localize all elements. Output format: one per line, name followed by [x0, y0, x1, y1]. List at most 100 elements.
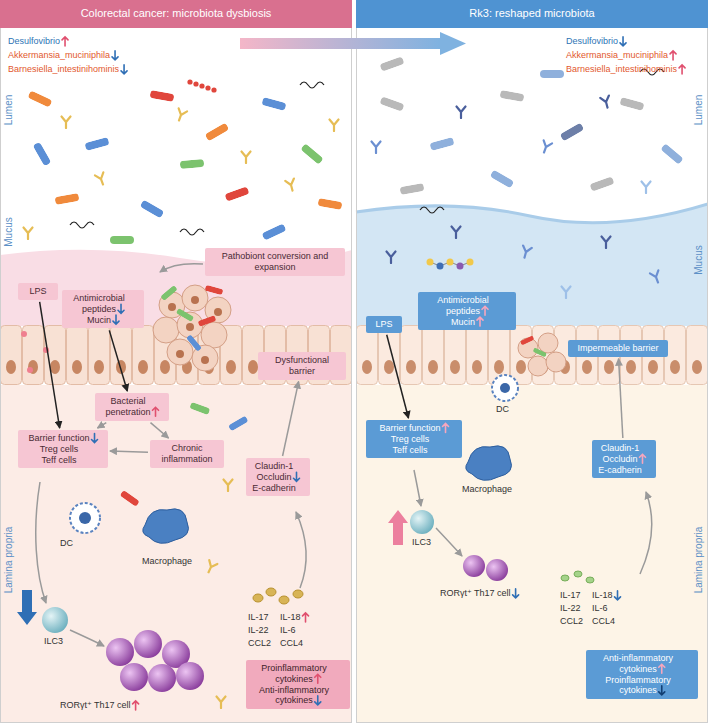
cytokine-name: IL-22	[560, 603, 581, 614]
decrease-mark	[121, 65, 127, 74]
cell-nucleus	[191, 296, 199, 304]
bacterium	[27, 90, 52, 107]
connector	[97, 423, 106, 428]
box-text: LPS	[29, 286, 46, 296]
cell-label: RORγt⁺ Th17 cell	[440, 588, 511, 599]
box-text: Mucin	[87, 315, 111, 325]
panel-border	[1, 1, 352, 723]
coccus	[211, 87, 216, 92]
antibody	[224, 480, 233, 492]
cytokine-name: IL-18	[592, 590, 613, 601]
tumor-cell	[182, 285, 208, 311]
dendritic-cell-nucleus	[79, 512, 91, 524]
bacterium	[54, 193, 79, 205]
cell-label: DC	[60, 538, 73, 549]
coccus	[187, 79, 192, 84]
antibody	[387, 252, 396, 264]
box-text: Occludin	[256, 472, 291, 482]
process-box: Pathobiont conversion and expansion	[205, 248, 345, 276]
box-text: Impermeable barrier	[577, 343, 658, 353]
process-box: LPS	[18, 283, 58, 300]
text-line: Mucin	[423, 317, 503, 328]
decrease-mark	[620, 37, 626, 46]
text-line: Colorectal cancer: microbiota dysbiosis	[81, 7, 272, 20]
antibody	[457, 107, 466, 119]
bacterium	[205, 123, 230, 142]
process-arrow	[70, 630, 104, 646]
penetrating-bacteria	[21, 331, 249, 708]
box-text: E-cadherin	[598, 465, 642, 475]
cytokine-name: IL-17	[248, 612, 269, 623]
text-line: Teff cells	[371, 445, 449, 456]
region-label: Lamina propria	[693, 527, 705, 594]
process-arrow	[160, 264, 203, 272]
text-line: Anti-inflammatory cytokines	[251, 685, 337, 707]
cytokine	[279, 596, 289, 604]
box-text: Pathobiont conversion and expansion	[222, 251, 329, 272]
bacterium	[399, 183, 424, 195]
connector	[387, 335, 409, 418]
box-text: Claudin-1	[255, 461, 294, 471]
antibody	[650, 270, 662, 284]
bacterium	[180, 159, 205, 169]
bacterium	[429, 137, 454, 151]
region-label: Lamina propria	[3, 527, 15, 594]
bacterium	[120, 490, 140, 507]
text-line: Antimicrobial peptides	[423, 295, 503, 317]
cell-nucleus	[168, 303, 176, 311]
mucus-edge	[356, 204, 708, 223]
dysbiotic-microbiota	[24, 79, 343, 244]
process-box: Claudin-1OccludinE-cadherin	[246, 458, 310, 496]
text-line: Antimicrobial peptides	[67, 293, 131, 315]
decrease-mark	[659, 686, 665, 695]
th17-cell	[176, 662, 204, 690]
text-line: LPS	[23, 286, 53, 297]
text-line: Barrier function	[23, 433, 95, 444]
cytokine-name: CCL2	[560, 616, 583, 627]
cell-label: RORγt⁺ Th17 cell	[60, 700, 131, 711]
cell-nucleus	[186, 323, 194, 331]
tumor-cluster	[153, 285, 231, 371]
increase-mark	[679, 65, 685, 74]
box-text: Antimicrobial peptides	[73, 293, 125, 314]
text-line: Treg cells	[371, 434, 449, 445]
increase-mark	[640, 454, 646, 463]
process-arrow	[36, 482, 46, 603]
decrease-mark	[112, 51, 118, 60]
cell-nucleus	[176, 350, 184, 358]
bacterium	[186, 334, 202, 352]
lps-sugar	[457, 263, 464, 270]
decrease-mark	[513, 589, 519, 598]
bacterium	[619, 97, 644, 111]
macrophage	[143, 509, 189, 544]
spirochete	[180, 229, 204, 235]
bacterium	[110, 236, 134, 244]
process-box: Impermeable barrier	[568, 340, 668, 357]
tumor-cell	[153, 317, 179, 343]
box-text: Treg cells	[40, 444, 79, 454]
text-line: Barrier function	[371, 423, 449, 434]
text-line: Dysfunctional barrier	[263, 355, 341, 377]
antibody	[372, 142, 381, 154]
connector	[283, 382, 299, 456]
cytokine	[253, 594, 263, 602]
box-text: Anti-inflammatory cytokines	[603, 653, 673, 674]
antibody	[330, 120, 339, 132]
cell-nucleus	[201, 356, 209, 364]
species-name: Desulfovibrio	[566, 36, 618, 47]
decrease-mark	[113, 315, 119, 324]
text-line: Proinflammatory cytokines	[591, 675, 685, 697]
cytokine	[586, 577, 594, 583]
coccus	[205, 85, 210, 90]
bacterium	[176, 308, 195, 322]
transition-arrow	[240, 38, 440, 49]
bacterium	[261, 97, 286, 111]
box-text: Claudin-1	[601, 443, 640, 453]
text-line: Claudin-1	[251, 461, 297, 472]
text-line: Impermeable barrier	[573, 343, 663, 354]
bacterium	[149, 90, 174, 102]
connector	[109, 330, 127, 391]
